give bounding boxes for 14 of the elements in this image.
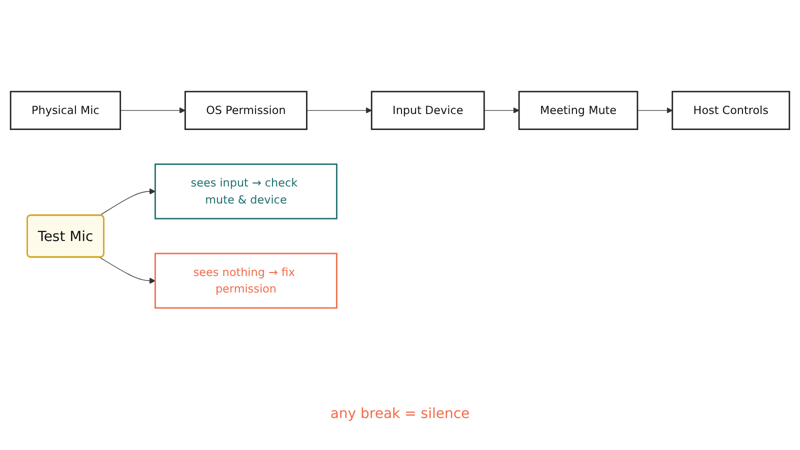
node-box: OS Permission [184, 91, 308, 130]
arrow [637, 108, 673, 114]
arrow [99, 257, 156, 284]
arrow [484, 108, 520, 114]
node-box: Input Device [370, 91, 485, 130]
arrow [99, 188, 156, 216]
arrow [120, 108, 186, 114]
arrow [306, 108, 372, 114]
node-box: sees nothing → fix permission [154, 253, 338, 309]
node-box: Meeting Mute [518, 91, 638, 130]
note-text: any break = silence [330, 406, 470, 422]
node-box: Host Controls [672, 91, 790, 130]
node-box: Physical Mic [10, 91, 122, 130]
node-box: sees input → check mute & device [154, 164, 338, 220]
